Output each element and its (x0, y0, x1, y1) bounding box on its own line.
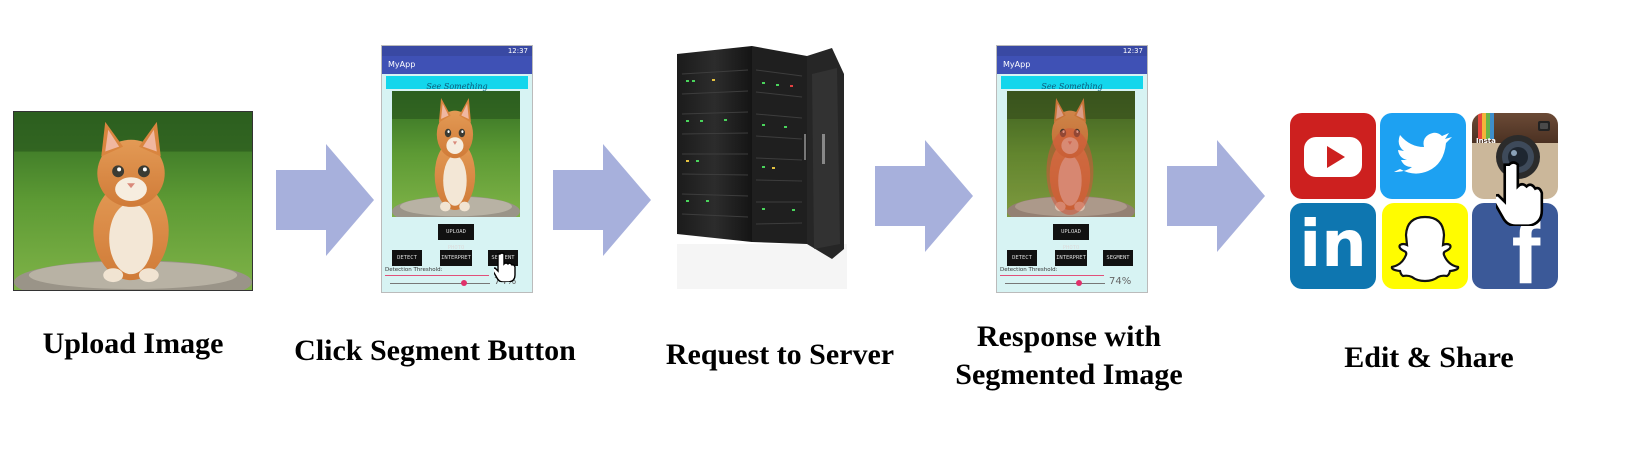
uploaded-kitten-photo (14, 112, 252, 290)
twitter-icon[interactable] (1380, 113, 1466, 199)
status-time: 12:37 (1122, 47, 1143, 55)
threshold-label: Detection Threshold: (1000, 267, 1058, 273)
linkedin-icon[interactable]: in (1290, 203, 1376, 289)
threshold-underline (1000, 275, 1104, 276)
banner: See Something (386, 76, 528, 91)
threshold-slider-thumb[interactable] (1076, 280, 1082, 286)
threshold-underline (385, 275, 489, 276)
banner: See Something (1001, 76, 1143, 91)
phone-segmented-kitten-image (1007, 91, 1135, 217)
caption-response-line-1: Response with (976, 320, 1162, 353)
interpret-button[interactable]: INTERPRET (1055, 250, 1087, 266)
instagram-label: Insta (1476, 137, 1496, 145)
threshold-label: Detection Threshold: (385, 267, 443, 273)
upload-photo-button[interactable]: UPLOAD PHOTO (438, 224, 474, 251)
app-bar (997, 56, 1147, 74)
flow-arrow-2 (553, 144, 651, 256)
caption-upload-image: Upload Image (42, 327, 224, 360)
status-bar: 12:37 (997, 46, 1147, 56)
caption-request-to-server: Request to Server (665, 338, 895, 371)
detect-button[interactable]: DETECT (392, 250, 422, 266)
flow-arrow-3 (875, 140, 973, 252)
caption-response-line-2: Segmented Image (955, 358, 1183, 391)
detect-button[interactable]: DETECT (1007, 250, 1037, 266)
flow-arrow-4 (1167, 140, 1265, 252)
phone-kitten-image (392, 91, 520, 217)
snapchat-icon[interactable] (1382, 203, 1468, 289)
status-bar: 12:37 (382, 46, 532, 56)
phone-app-screenshot-after: 12:37 MyApp See Something UPLOAD PHOTO D… (997, 46, 1147, 292)
segmentation-mask (1046, 128, 1094, 215)
pointer-hand-icon (494, 252, 516, 282)
threshold-slider[interactable] (1005, 283, 1105, 284)
app-title: MyApp (1003, 60, 1031, 69)
caption-click-segment-button: Click Segment Button (294, 334, 576, 367)
threshold-value: 74% (1109, 276, 1132, 287)
app-bar (382, 56, 532, 74)
banner-text: See Something (426, 82, 488, 91)
caption-edit-and-share: Edit & Share (1344, 341, 1514, 374)
threshold-slider-thumb[interactable] (461, 280, 467, 286)
linkedin-label: in (1299, 208, 1367, 282)
server-rack-illustration (677, 46, 847, 289)
status-time: 12:37 (507, 47, 528, 55)
youtube-icon[interactable] (1290, 113, 1376, 199)
segment-button[interactable]: SEGMENT (1103, 250, 1133, 266)
interpret-button[interactable]: INTERPRET (440, 250, 472, 266)
app-title: MyApp (388, 60, 416, 69)
flow-arrow-1 (276, 144, 374, 256)
threshold-slider[interactable] (390, 283, 490, 284)
upload-photo-button[interactable]: UPLOAD PHOTO (1053, 224, 1089, 251)
banner-text: See Something (1041, 82, 1103, 91)
pointer-hand-icon (1496, 161, 1544, 226)
